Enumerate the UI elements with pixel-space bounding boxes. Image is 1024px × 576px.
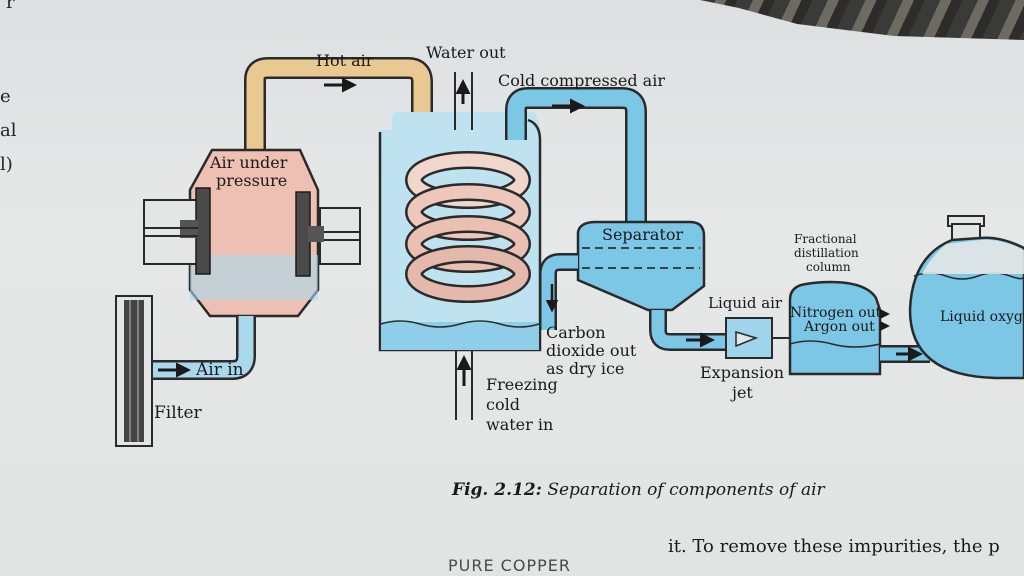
label-distillation: distillation (794, 246, 859, 260)
liquid-air-pipe (649, 310, 730, 351)
label-filter: Filter (154, 403, 202, 423)
water-out-pipe (454, 72, 473, 130)
label-column: column (806, 260, 851, 274)
caption-number: Fig. 2.12: (452, 480, 542, 500)
label-fractional: Fractional (794, 232, 857, 246)
label-cold: cold (486, 395, 520, 414)
compressor-right-cylinder (319, 207, 361, 265)
caption-text: Separation of components of air (547, 480, 825, 500)
label-liquid-air: Liquid air (708, 294, 783, 312)
water-in-pipe (455, 350, 473, 420)
piston-rod-right (308, 226, 324, 242)
margin-fragment: r (6, 0, 15, 13)
margin-fragment: al (0, 120, 17, 141)
air-in-pipe (150, 316, 256, 380)
label-air-in: Air in (196, 360, 244, 380)
cold-air-pipe (505, 87, 647, 232)
co2-out-pipe (539, 253, 578, 330)
body-text-line: it. To remove these impurities, the p (668, 536, 1000, 557)
filter (115, 295, 153, 447)
oxygen-flask (908, 215, 1024, 380)
label-carbon: Carbon (546, 323, 606, 342)
label-dioxide-out: dioxide out (546, 341, 637, 360)
label-hot-air: Hot air (316, 51, 374, 70)
piston-right (295, 191, 311, 277)
label-argon-out: Argon out (804, 319, 875, 335)
piston-left (195, 187, 211, 275)
section-heading-fragment: PURE COPPER (448, 556, 571, 575)
label-air-under: Air under (210, 153, 288, 172)
label-pressure: pressure (216, 171, 288, 190)
label-as-dry-ice: as dry ice (546, 359, 625, 378)
label-expansion: Expansion (700, 363, 785, 382)
cooling-coil (405, 151, 531, 303)
figure-caption: Fig. 2.12: Separation of components of a… (452, 480, 825, 500)
label-water-out: Water out (426, 43, 506, 62)
distillation-column (788, 280, 890, 376)
label-liquid-oxygen: Liquid oxyge (940, 309, 1024, 325)
separator (576, 220, 706, 312)
label-freezing: Freezing (486, 375, 558, 394)
compressor (143, 148, 361, 318)
margin-fragment: l) (0, 154, 13, 175)
label-nitrogen-out: Nitrogen out (790, 305, 882, 321)
label-jet: jet (732, 383, 753, 402)
margin-fragment: e (0, 86, 11, 107)
label-separator: Separator (602, 225, 684, 244)
expansion-jet (725, 317, 790, 359)
label-water-in: water in (486, 415, 554, 434)
hot-air-pipe (244, 57, 433, 160)
label-cold-compressed-air: Cold compressed air (498, 71, 665, 90)
